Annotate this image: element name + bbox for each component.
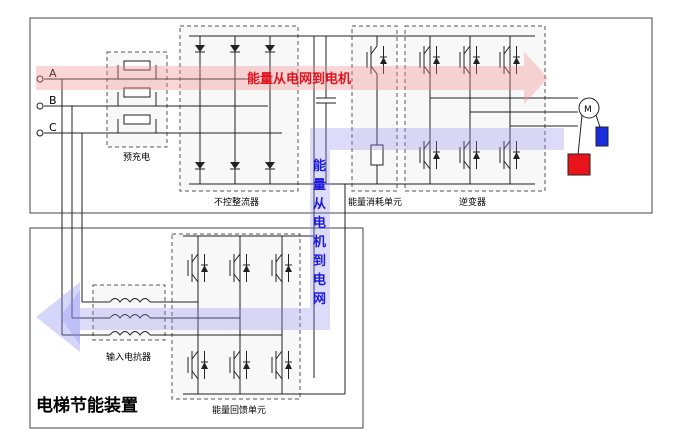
flow-char: 从: [313, 197, 326, 212]
motor-label: M: [584, 105, 592, 115]
rectifier-box: [179, 25, 299, 192]
flow-char: 电: [313, 215, 326, 231]
flow-char: 量: [313, 178, 326, 193]
rectifier-diodes: [194, 36, 276, 184]
feedback-label: 能量回馈单元: [212, 404, 266, 416]
dissipation-label: 能量消耗单元: [348, 196, 402, 208]
precharge-relays: [117, 60, 157, 133]
wiring: [44, 35, 601, 395]
flow-char: 网: [313, 292, 326, 307]
counterweight-red: [567, 153, 591, 176]
device-title: 电梯节能装置: [36, 395, 138, 416]
flow-arrow-blue: [36, 128, 564, 352]
phase-c-label: C: [49, 121, 57, 134]
dissipation-unit: [366, 36, 388, 184]
flow-char: 到: [313, 254, 326, 269]
phase-terminals: A B C: [36, 67, 57, 137]
feedback-box: [171, 233, 301, 400]
feedback-switches: [187, 236, 293, 394]
motor-icon: [578, 97, 600, 119]
reactor-label: 输入电抗器: [106, 351, 151, 363]
flow-label-to-motor: 能量从电网到电机: [247, 71, 351, 87]
flow-arrow-red: [36, 52, 548, 104]
rectifier-label: 不控整流器: [214, 196, 259, 208]
dissipation-box: [351, 25, 398, 192]
input-reactor-coils: [109, 298, 151, 336]
phase-a-label: A: [49, 67, 57, 80]
saving-device-frame: [29, 227, 364, 429]
elevator-car-blue: [595, 126, 609, 147]
inverter-box: [404, 25, 546, 192]
phase-b-label: B: [49, 94, 57, 107]
inverter-switches: [419, 36, 521, 184]
flow-char: 电: [313, 272, 326, 288]
precharge-label: 预充电: [123, 151, 150, 163]
flow-label-to-grid: 能 量 从 电 机 到 电 网: [313, 158, 326, 307]
reactor-box: [92, 284, 166, 341]
flow-char: 机: [313, 234, 326, 250]
inverter-label: 逆变器: [459, 196, 486, 208]
drive-frame: [29, 17, 653, 214]
flow-char: 能: [313, 158, 326, 174]
